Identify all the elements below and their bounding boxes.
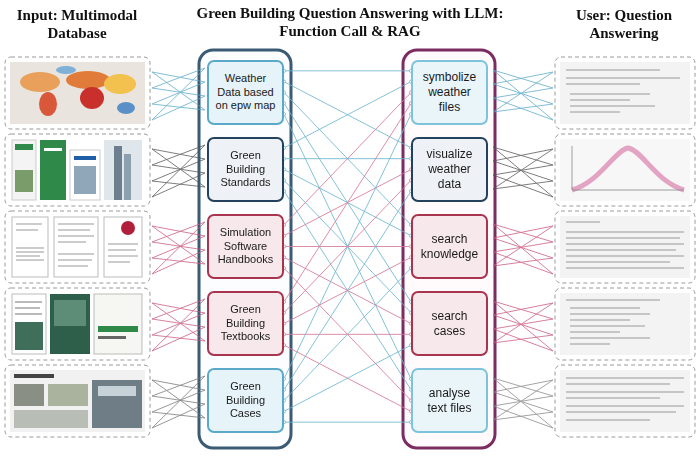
handbook-pages (12, 217, 142, 277)
answer-screens (560, 62, 690, 432)
function-box: visualize weather data (411, 137, 488, 202)
function-box: search knowledge (411, 214, 488, 279)
connector-line (284, 422, 411, 423)
connector-line (284, 345, 411, 411)
box-label: search knowledge (418, 232, 481, 262)
column-heading: Input: Multimodal Database (2, 6, 152, 42)
connector-line (284, 93, 411, 225)
connector-line (284, 191, 411, 389)
source-box: Green Building Textbooks (207, 291, 284, 356)
source-panel (199, 50, 291, 448)
connector-line (284, 70, 411, 71)
connector-line (284, 93, 411, 225)
box-label: symbolize weather files (418, 70, 481, 115)
connector-line (284, 114, 411, 379)
diagram-title: Green Building Question Answering with L… (175, 4, 525, 40)
connector-line (284, 82, 411, 148)
connector-line (284, 268, 411, 400)
function-box: symbolize weather files (411, 60, 488, 125)
box-label: Simulation Software Handbooks (214, 226, 277, 267)
function-box: analyse text files (411, 368, 488, 433)
box-label: analyse text files (418, 386, 481, 416)
textbook-covers (12, 294, 142, 354)
connector-line (284, 103, 411, 302)
box-label: Weather Data based on epw map (214, 72, 277, 113)
connector-line (284, 345, 411, 411)
source-box: Simulation Software Handbooks (207, 214, 284, 279)
connector-line (284, 103, 411, 302)
source-box: Green Building Standards (207, 137, 284, 202)
connector-line (284, 114, 411, 379)
box-label: Green Building Standards (214, 149, 277, 190)
connector-line (284, 82, 411, 148)
standards-covers (12, 140, 142, 200)
source-box: Green Building Cases (207, 368, 284, 433)
connector-line (284, 268, 411, 400)
weather-map (10, 62, 145, 124)
box-label: visualize weather data (418, 147, 481, 192)
column-heading: User: Question Answering (550, 6, 698, 42)
case-website (10, 370, 145, 432)
connector-line (284, 191, 411, 389)
box-label: Green Building Cases (214, 380, 277, 421)
thumbnail-frames (5, 57, 695, 437)
box-label: search cases (418, 309, 481, 339)
function-panel (403, 50, 495, 448)
function-box: search cases (411, 291, 488, 356)
box-label: Green Building Textbooks (214, 303, 277, 344)
source-box: Weather Data based on epw map (207, 60, 284, 125)
